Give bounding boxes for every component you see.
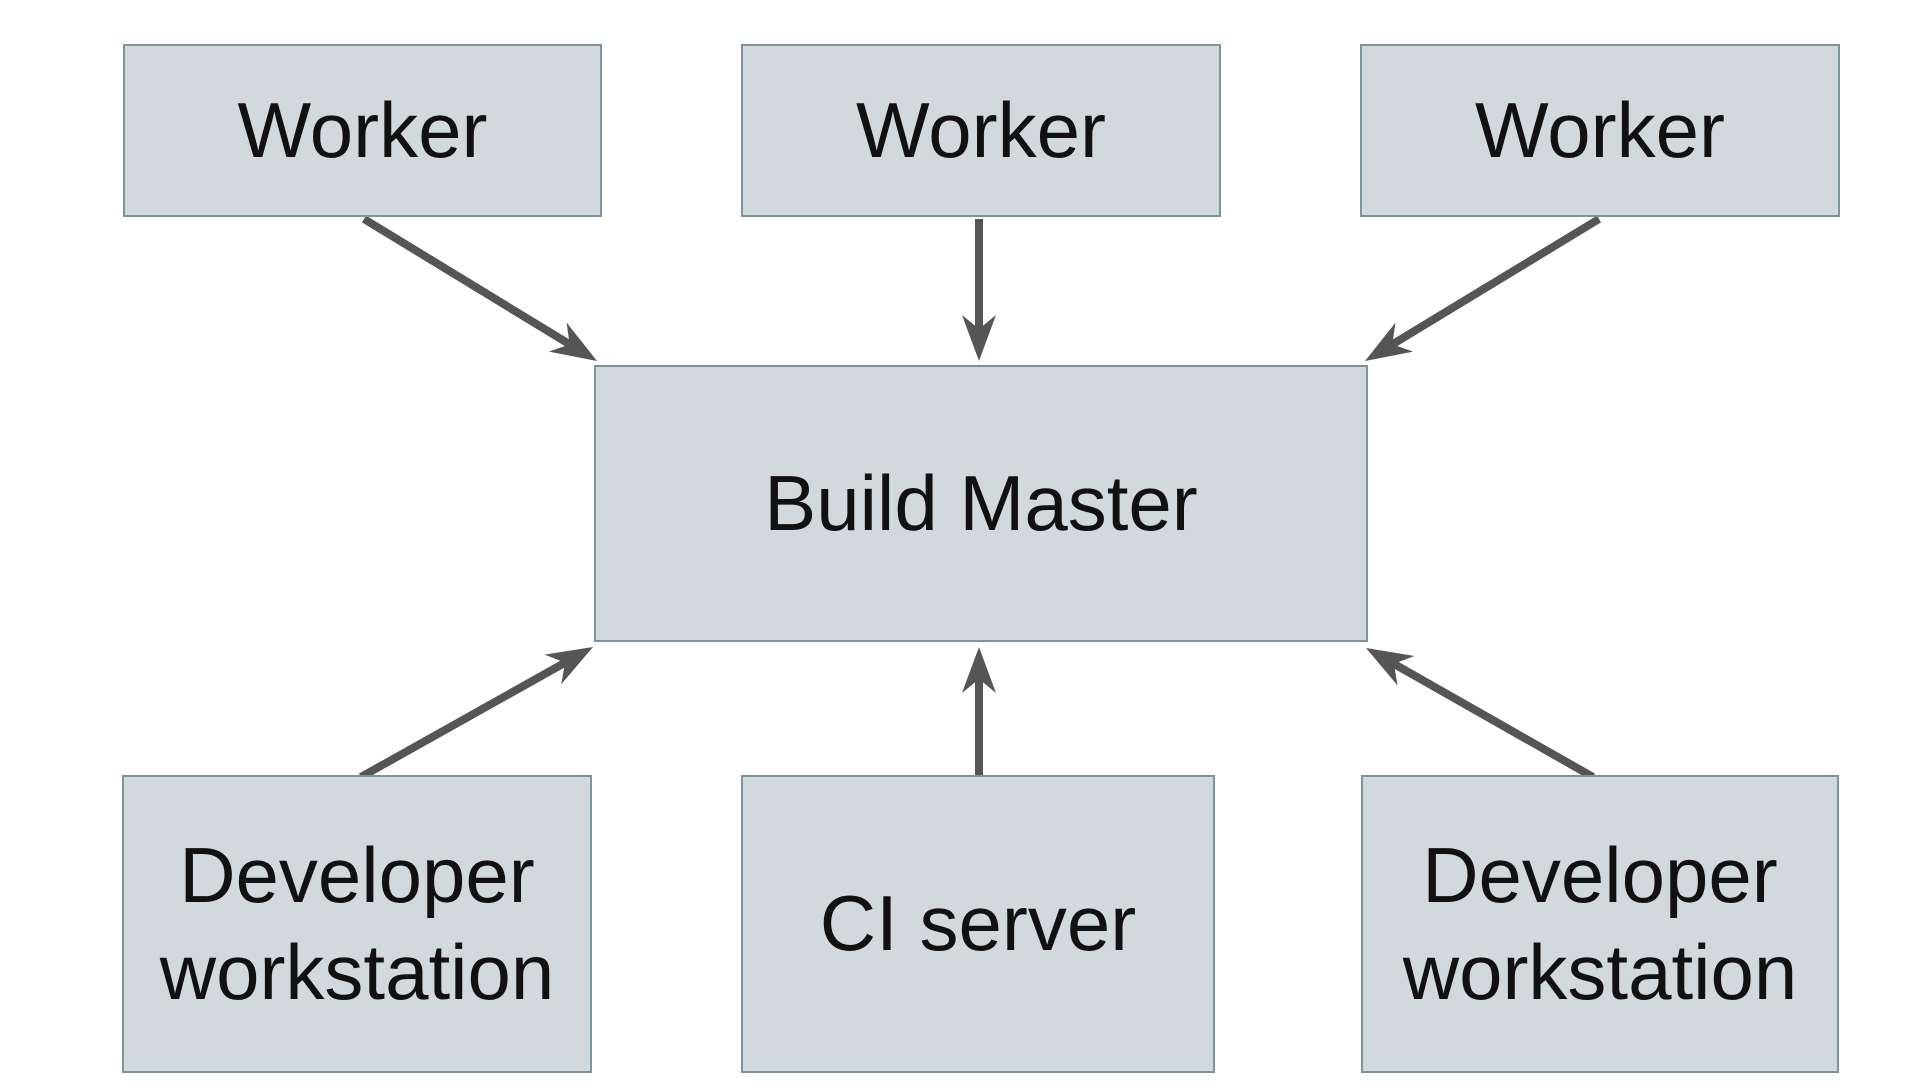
- node-worker-3-label: Worker: [1475, 85, 1725, 174]
- node-worker-2: Worker: [741, 44, 1221, 217]
- arrow-developer-workstation-left-to-build-master: [359, 647, 593, 781]
- node-developer-workstation-right: Developer workstation: [1361, 775, 1839, 1073]
- node-build-master: Build Master: [594, 365, 1368, 642]
- arrow-worker-3-to-build-master: [1365, 215, 1602, 361]
- node-worker-2-label: Worker: [856, 85, 1106, 174]
- node-ci-server: CI server: [741, 775, 1215, 1073]
- node-worker-3: Worker: [1360, 44, 1840, 217]
- node-ci-server-label: CI server: [819, 879, 1137, 968]
- node-developer-workstation-left: Developer workstation: [122, 775, 592, 1073]
- arrow-worker-2-to-build-master: [962, 219, 996, 361]
- node-worker-1-label: Worker: [237, 85, 488, 174]
- node-developer-workstation-left-label: Developer workstation: [159, 830, 555, 1017]
- node-worker-1: Worker: [123, 44, 602, 217]
- arrow-worker-1-to-build-master: [361, 215, 597, 361]
- arrow-ci-server-to-build-master: [962, 647, 996, 777]
- arrow-developer-workstation-right-to-build-master: [1366, 648, 1595, 781]
- node-developer-workstation-right-label: Developer workstation: [1402, 830, 1798, 1017]
- node-build-master-label: Build Master: [764, 458, 1198, 547]
